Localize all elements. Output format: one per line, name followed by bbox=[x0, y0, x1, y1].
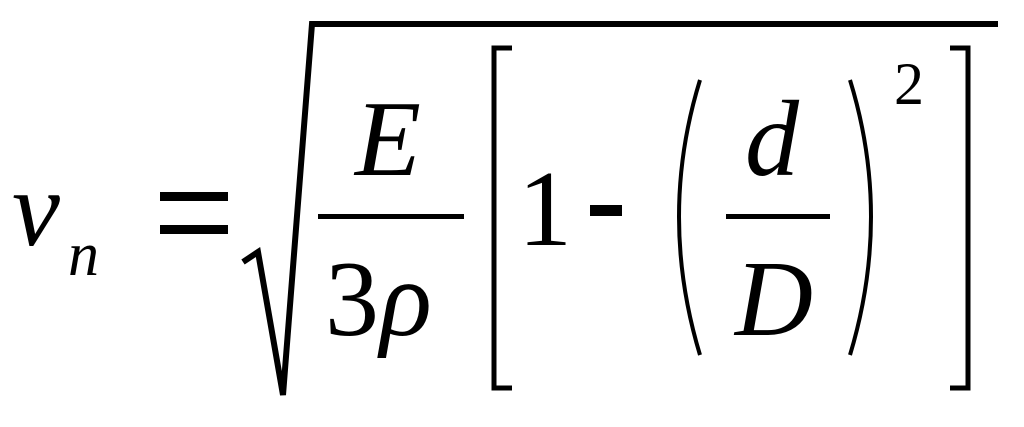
fraction-denominator-coefficient: 3 bbox=[325, 240, 379, 359]
lhs-variable: v bbox=[12, 150, 60, 269]
exponent: 2 bbox=[894, 51, 924, 117]
square-root-sign bbox=[241, 21, 998, 396]
inner-fraction-denominator: D bbox=[733, 240, 813, 359]
fraction-bar bbox=[318, 214, 464, 219]
inner-fraction-bar bbox=[726, 214, 830, 219]
left-square-bracket bbox=[491, 45, 512, 391]
lhs-subscript: n bbox=[68, 221, 99, 289]
right-square-bracket bbox=[950, 45, 971, 391]
equals-sign bbox=[160, 192, 228, 234]
fraction-numerator: E bbox=[353, 80, 421, 199]
left-parenthesis bbox=[677, 79, 702, 356]
minus-sign bbox=[590, 205, 622, 216]
inner-fraction-numerator: d bbox=[745, 80, 800, 199]
fraction-denominator-symbol: ρ bbox=[377, 240, 432, 359]
bracket-one: 1 bbox=[518, 150, 572, 269]
right-parenthesis bbox=[848, 79, 873, 356]
